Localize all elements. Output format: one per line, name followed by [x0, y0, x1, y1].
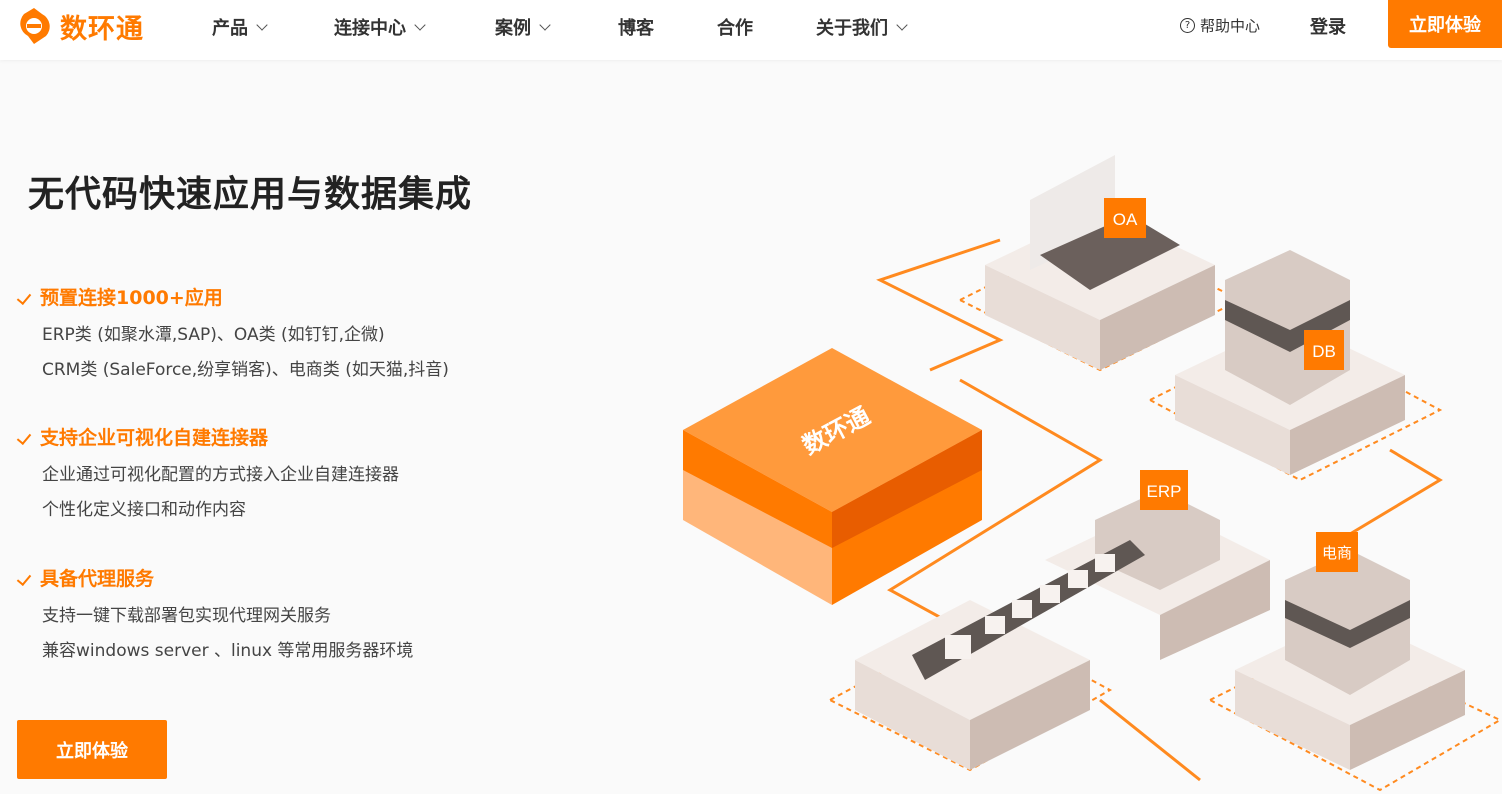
feature-title: 支持企业可视化自建连接器	[40, 427, 269, 449]
hero-title: 无代码快速应用与数据集成	[28, 174, 473, 215]
nav-label: 博客	[618, 18, 654, 39]
integration-illustration: OA DB 数环通 ERP 电商	[683, 155, 1502, 792]
brand-name: 数环通	[60, 13, 144, 45]
feature-item: 具备代理服务 支持一键下载部署包实现代理网关服务 兼容windows serve…	[16, 564, 414, 661]
feature-line: 企业通过可视化配置的方式接入企业自建连接器	[42, 465, 399, 485]
oa-tag	[1104, 198, 1146, 238]
nav-connection-center[interactable]: 连接中心	[334, 14, 426, 40]
logo-icon	[20, 8, 50, 44]
feature-item: 预置连接1000+应用 ERP类 (如聚水潭,SAP)、OA类 (如钉钉,企微)…	[16, 283, 449, 380]
nav-label: 产品	[212, 18, 248, 39]
chevron-down-icon	[539, 18, 551, 31]
db-label: DB	[1312, 342, 1336, 361]
feature-title: 预置连接1000+应用	[40, 287, 223, 309]
chevron-down-icon	[256, 18, 268, 31]
hero-try-now-button[interactable]: 立即体验	[17, 720, 167, 779]
nav-label: 合作	[717, 18, 753, 39]
ecommerce-tag	[1316, 532, 1358, 572]
nav-label: 连接中心	[334, 18, 406, 39]
ecommerce-label: 电商	[1322, 544, 1352, 562]
try-now-button[interactable]: 立即体验	[1388, 0, 1502, 48]
nav-label: 关于我们	[816, 18, 888, 39]
nav-label: 案例	[495, 18, 531, 39]
feature-line: 个性化定义接口和动作内容	[42, 500, 246, 520]
feature-line: 兼容windows server 、linux 等常用服务器环境	[42, 641, 414, 661]
nav-products[interactable]: 产品	[212, 14, 268, 40]
login-link[interactable]: 登录	[1310, 17, 1346, 38]
feature-line: CRM类 (SaleForce,纷享销客)、电商类 (如天猫,抖音)	[42, 360, 449, 380]
feature-line: 支持一键下载部署包实现代理网关服务	[42, 606, 331, 626]
check-icon	[16, 429, 32, 446]
nav-cases[interactable]: 案例	[495, 14, 551, 40]
chevron-down-icon	[896, 18, 908, 31]
nav-partner[interactable]: 合作	[717, 14, 753, 40]
db-tag	[1304, 330, 1344, 370]
feature-item: 支持企业可视化自建连接器 企业通过可视化配置的方式接入企业自建连接器 个性化定义…	[16, 423, 399, 520]
help-label: 帮助中心	[1200, 17, 1261, 35]
feature-line: ERP类 (如聚水潭,SAP)、OA类 (如钉钉,企微)	[42, 325, 385, 345]
check-icon	[16, 570, 32, 587]
brand-logo[interactable]: 数环通	[16, 6, 144, 46]
question-icon: ?	[1180, 18, 1195, 33]
help-center-link[interactable]: ? 帮助中心	[1180, 15, 1260, 36]
erp-label: ERP	[1147, 482, 1182, 501]
top-nav: 数环通 产品 连接中心 案例 博客 合作 关于我们 ? 帮助中心 登录 立即体验	[0, 0, 1502, 60]
nav-blog[interactable]: 博客	[618, 14, 654, 40]
feature-title: 具备代理服务	[40, 568, 155, 590]
erp-tag	[1140, 470, 1188, 510]
nav-about[interactable]: 关于我们	[816, 14, 908, 40]
oa-label: OA	[1113, 210, 1138, 229]
chevron-down-icon	[414, 18, 426, 31]
check-icon	[16, 289, 32, 306]
